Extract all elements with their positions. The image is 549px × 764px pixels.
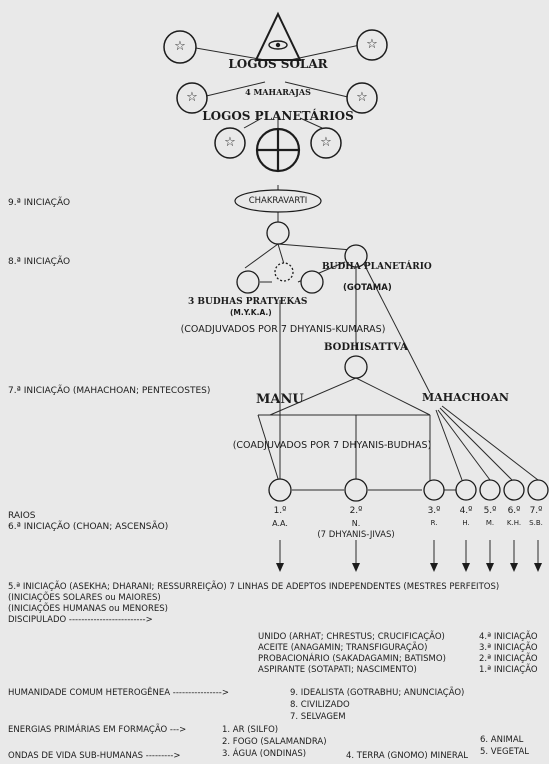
- ray-number: 6.º: [507, 506, 521, 516]
- hierarchy-circle: [266, 221, 290, 245]
- star-icon: ☆: [356, 90, 368, 105]
- ray-abbr: S.B.: [529, 519, 543, 527]
- energias-item: 2. FOGO (SALAMANDRA): [222, 737, 327, 747]
- ray-abbr: M.: [485, 519, 495, 527]
- ray-circle: [344, 478, 368, 502]
- earth-cross-circle-icon: [255, 127, 301, 173]
- budha-planetario-label: BUDHA PLANETÁRIO: [322, 262, 432, 272]
- discipulado-init: 1.ª INICIAÇÃO: [479, 665, 538, 675]
- hierarchy-circle: [236, 270, 260, 294]
- hierarchy-circle: [344, 355, 368, 379]
- terra-label: 4. TERRA (GNOMO) MINERAL: [346, 751, 469, 761]
- chakravarti-oval: [234, 189, 322, 213]
- star-circle-icon: [356, 29, 388, 61]
- ray-circle: [503, 479, 525, 501]
- coadjuvados-budhas-label: (COADJUVADOS POR 7 DHYANIS-BUDHAS): [232, 440, 432, 451]
- logos-planetarios-label: LOGOS PLANETÁRIOS: [202, 109, 354, 123]
- discipulado-init: 4.ª INICIAÇÃO: [479, 632, 538, 642]
- star-circle-icon: [310, 127, 342, 159]
- manu-label: MANU: [256, 392, 304, 407]
- star-circle-icon: [214, 127, 246, 159]
- star-circle-icon: [346, 82, 378, 114]
- gotama-label: (GOTAMA): [343, 283, 392, 293]
- eye-triangle-icon: [254, 11, 302, 61]
- init-7-label: 7.ª INICIAÇÃO (MAHACHOAN; PENTECOSTES): [8, 386, 211, 396]
- ray-abbr: R.: [430, 519, 438, 527]
- star-icon: ☆: [224, 135, 236, 150]
- ray-abbr: K.H.: [506, 519, 522, 527]
- ray-circle: [479, 479, 501, 501]
- coadjuvados-kumaras-label: (COADJUVADOS POR 7 DHYANIS-KUMARAS): [180, 324, 386, 335]
- bodhisattva-label: BODHISATTVA: [324, 342, 408, 353]
- ray-abbr: H.: [462, 519, 470, 527]
- ray-number: 1.º: [273, 506, 287, 516]
- humanidade-item: 9. IDEALISTA (GOTRABHU; ANUNCIAÇÃO): [290, 688, 465, 698]
- star-icon: ☆: [320, 135, 332, 150]
- discipulado-item: PROBACIONÁRIO (SAKADAGAMIN; BATISMO): [258, 654, 446, 664]
- ray-number: 3.º: [427, 506, 441, 516]
- maharajas-label: 4 MAHARAJAS: [245, 87, 311, 97]
- ondas-label: ONDAS DE VIDA SUB-HUMANAS --------->: [8, 751, 181, 761]
- chakravarti-label: CHAKRAVARTI: [248, 196, 308, 206]
- star-icon: ☆: [366, 37, 378, 52]
- ray-number: 7.º: [529, 506, 543, 516]
- init-6-label: 6.ª INICIAÇÃO (CHOAN; ASCENSÃO): [8, 522, 169, 532]
- animal-label: 6. ANIMAL: [480, 735, 524, 745]
- discipulado-item: UNIDO (ARHAT; CHRESTUS; CRUCIFICAÇÃO): [258, 632, 445, 642]
- arrowheads: [276, 563, 542, 572]
- discipulado-init: 3.ª INICIAÇÃO: [479, 643, 538, 653]
- energias-item: 3. ÁGUA (ONDINAS): [222, 749, 307, 759]
- humanas-label: (INICIAÇÕES HUMANAS ou MENORES): [8, 604, 168, 614]
- ray-abbr: A.A.: [272, 519, 288, 528]
- vegetal-label: 5. VEGETAL: [480, 747, 530, 757]
- connector-lines: [189, 44, 539, 567]
- init-8-label: 8.ª INICIAÇÃO: [8, 257, 71, 267]
- humanidade-item: 7. SELVAGEM: [290, 712, 346, 722]
- dhyanis-jivas-label: (7 DHYANIS-JIVAS): [317, 530, 395, 540]
- ray-number: 5.º: [483, 506, 497, 516]
- discipulado-init: 2.ª INICIAÇÃO: [479, 654, 538, 664]
- ray-number: 4.º: [459, 506, 473, 516]
- ray-circle: [423, 479, 445, 501]
- ray-circle: [268, 478, 292, 502]
- solares-label: (INICIAÇÕES SOLARES ou MAIORES): [8, 593, 161, 603]
- energias-item: 1. AR (SILFO): [222, 725, 279, 735]
- init-5-label: 5.ª INICIAÇÃO (ASEKHA; DHARANI; RESSURRE…: [8, 582, 500, 592]
- init-9-label: 9.ª INICIAÇÃO: [8, 198, 71, 208]
- hierarchy-circle: [274, 262, 294, 282]
- hierarchy-circle: [344, 244, 368, 268]
- ray-circle: [527, 479, 549, 501]
- ray-number: 2.º: [349, 506, 363, 516]
- energias-label: ENERGIAS PRIMÁRIAS EM FORMAÇÃO --->: [8, 725, 187, 735]
- humanidade-label: HUMANIDADE COMUM HETEROGÊNEA -----------…: [8, 688, 229, 698]
- logos-solar-label: LOGOS SOLAR: [228, 57, 328, 71]
- mahachoan-label: MAHACHOAN: [422, 391, 509, 404]
- ray-circle: [455, 479, 477, 501]
- humanidade-item: 8. CIVILIZADO: [290, 700, 350, 710]
- raios-label: RAIOS: [8, 511, 36, 521]
- star-icon: ☆: [186, 90, 198, 105]
- hierarchy-circle: [300, 270, 324, 294]
- ray-abbr: N.: [351, 519, 361, 528]
- discipulado-label: DISCIPULADO ------------------------->: [8, 615, 153, 625]
- budhas-pratyekas-label: 3 BUDHAS PRATYEKAS: [188, 297, 308, 307]
- discipulado-item: ACEITE (ANAGAMIN; TRANSFIGURAÇÃO): [258, 643, 428, 653]
- myka-label: (M.Y.K.A.): [230, 308, 272, 317]
- discipulado-item: ASPIRANTE (SOTAPATI; NASCIMENTO): [258, 665, 417, 675]
- star-circle-icon: [163, 30, 197, 64]
- star-circle-icon: [176, 82, 208, 114]
- star-icon: ☆: [174, 39, 186, 54]
